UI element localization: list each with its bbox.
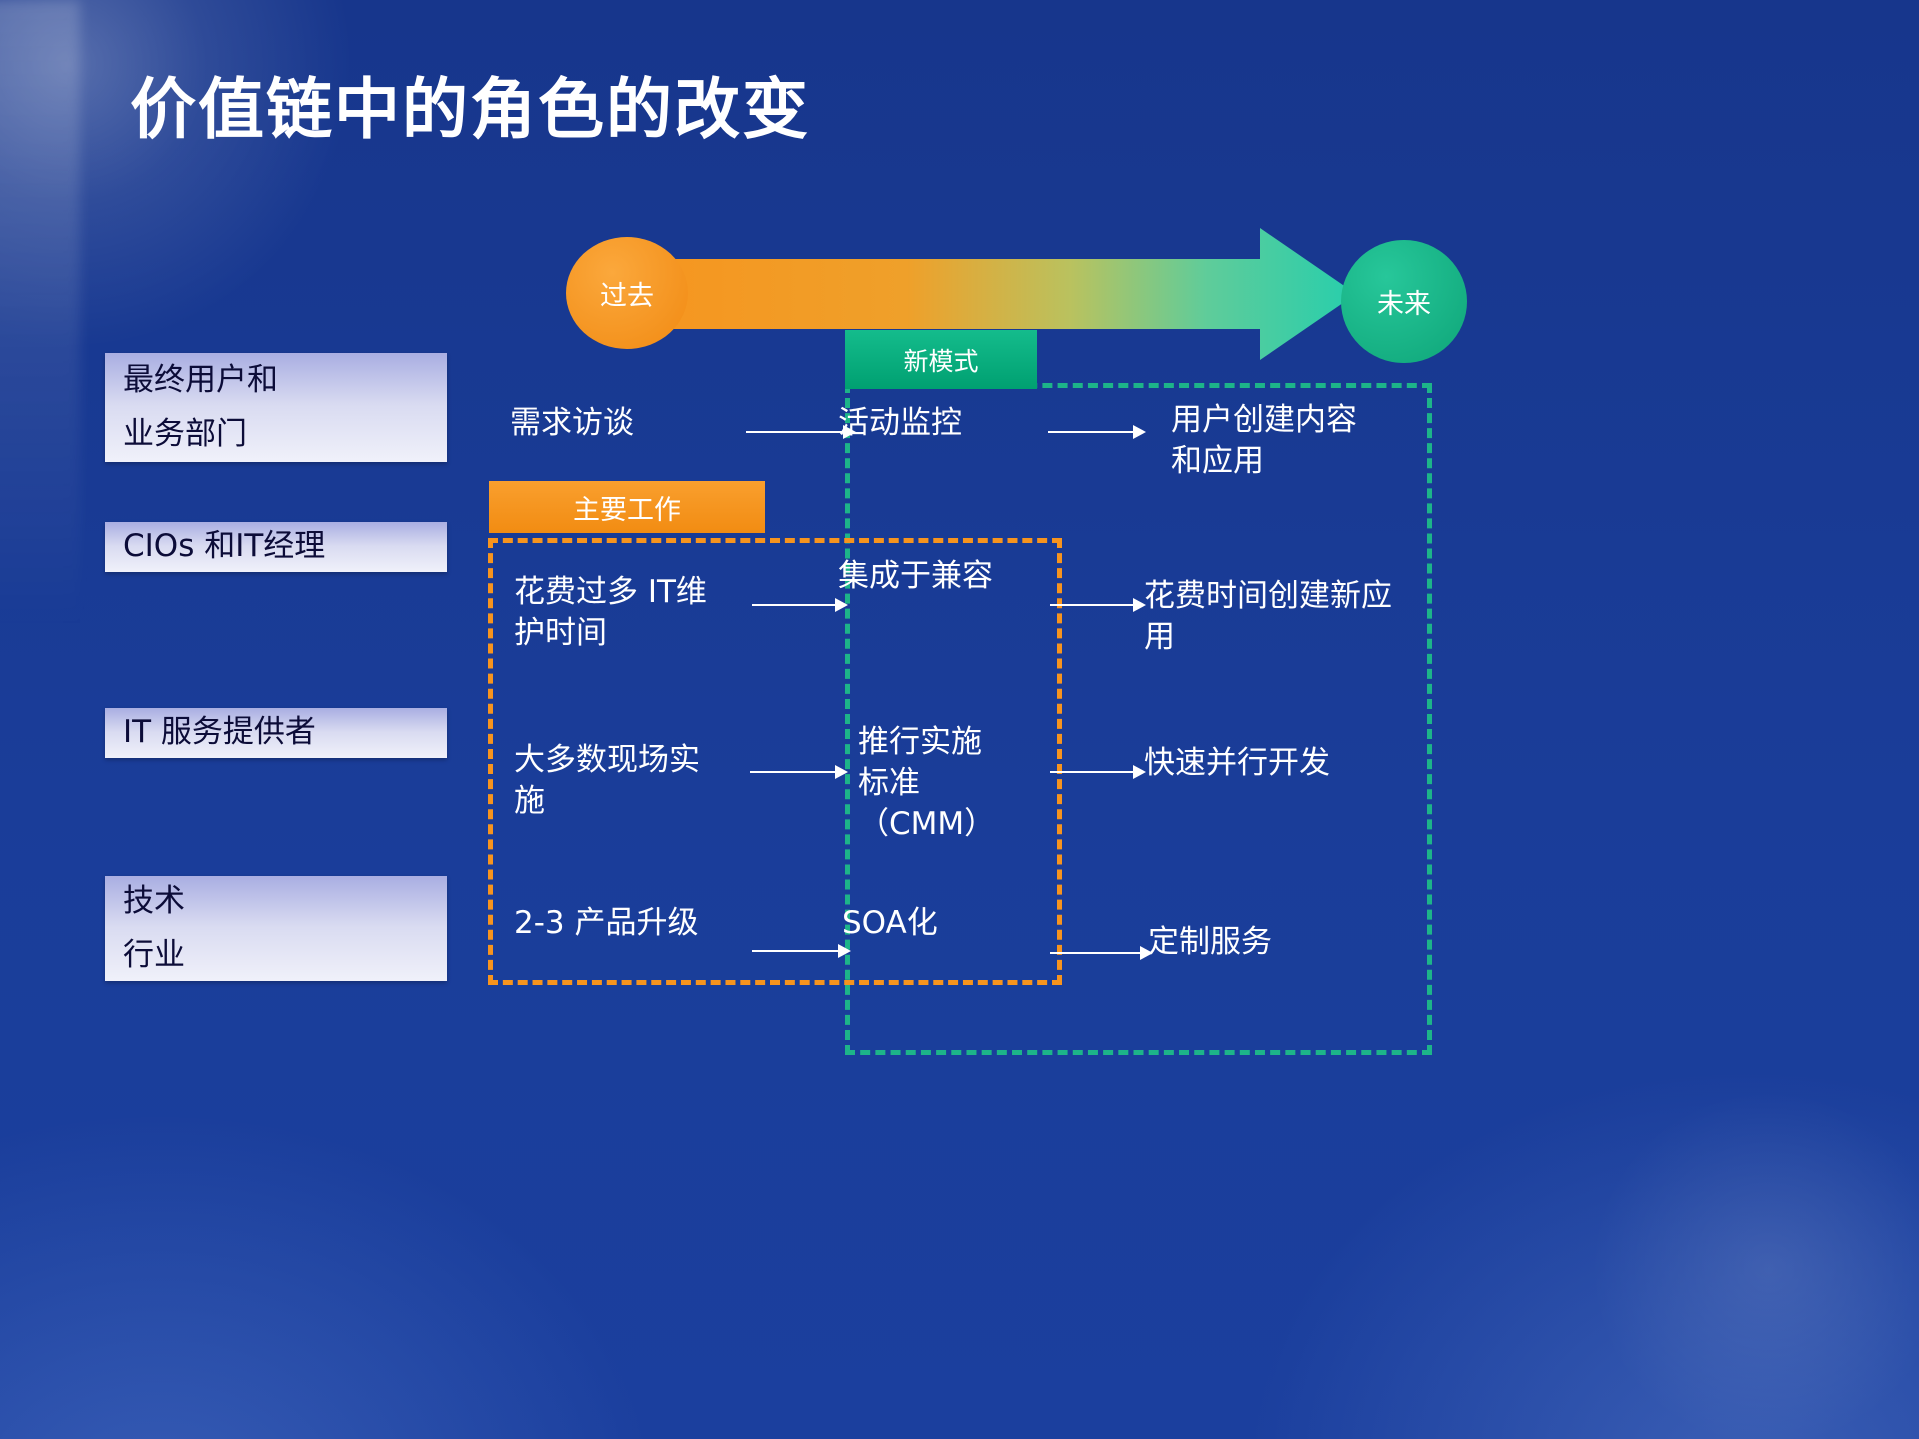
past-bubble: 过去 [566, 237, 688, 349]
flow-tech-industry-future: 定制服务 [1148, 924, 1272, 960]
timeline-arrow [608, 228, 1356, 360]
flow-tech-industry-present: SOA化 [842, 905, 938, 941]
flow-it-providers-past: 大多数现场实 施 [514, 742, 700, 819]
flow-arrow-end-users-1 [746, 425, 856, 439]
role-box-tech-industry: 技术 行业 [105, 876, 447, 981]
flow-it-providers-future: 快速并行开发 [1144, 745, 1330, 781]
role-label-tech-industry: 技术 行业 [123, 883, 185, 973]
flow-arrow-tech-industry-1 [752, 944, 851, 958]
new-model-badge: 新模式 [845, 330, 1037, 389]
main-work-label: 主要工作 [573, 494, 681, 526]
flow-tech-industry-past: 2-3 产品升级 [514, 905, 699, 941]
flow-end-users-present: 活动监控 [838, 405, 962, 441]
flow-arrow-end-users-2 [1048, 425, 1146, 439]
role-box-end-users: 最终用户和 业务部门 [105, 353, 447, 462]
new-model-label: 新模式 [903, 346, 979, 376]
flow-arrow-it-providers-2 [1050, 765, 1146, 779]
slide-title: 价值链中的角色的改变 [130, 71, 810, 148]
firework-decoration-bottom-right [1559, 1059, 1919, 1439]
flow-arrow-cios-1 [752, 598, 848, 612]
flow-it-providers-present: 推行实施 标准 （CMM） [858, 724, 996, 842]
future-bubble: 未来 [1341, 240, 1467, 363]
flow-end-users-past: 需求访谈 [510, 405, 634, 441]
past-label: 过去 [600, 280, 654, 312]
flow-arrow-tech-industry-2 [1050, 946, 1153, 960]
role-box-cios: CIOs 和IT经理 [105, 522, 447, 572]
future-label: 未来 [1377, 289, 1431, 320]
role-label-cios: CIOs 和IT经理 [123, 528, 326, 565]
main-work-region [488, 538, 1062, 985]
role-label-it-providers: IT 服务提供者 [123, 714, 316, 751]
flow-arrow-it-providers-1 [750, 765, 848, 779]
swirl-decoration-bottom-right [1159, 999, 1919, 1439]
role-label-end-users: 最终用户和 业务部门 [123, 362, 278, 452]
swirl-decoration-bottom-left [0, 1079, 700, 1439]
light-streak-left [0, 0, 80, 900]
main-work-badge: 主要工作 [489, 481, 765, 533]
flow-end-users-future: 用户创建内容 和应用 [1171, 402, 1357, 479]
flow-cios-present: 集成于兼容 [838, 558, 993, 594]
role-box-it-providers: IT 服务提供者 [105, 708, 447, 758]
flow-cios-past: 花费过多 IT维 护时间 [514, 574, 707, 651]
flow-cios-future: 花费时间创建新应 用 [1144, 578, 1392, 655]
new-model-region [845, 383, 1432, 1055]
flow-arrow-cios-2 [1050, 598, 1146, 612]
